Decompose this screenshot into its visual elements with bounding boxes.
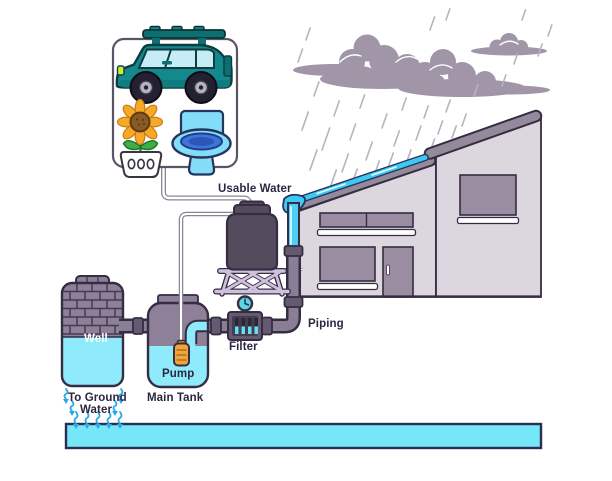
car-windows xyxy=(137,48,215,69)
rain-streaks xyxy=(297,8,553,189)
label-well: Well xyxy=(84,333,108,345)
pump-cable xyxy=(178,211,245,341)
sunflower-pot-icon xyxy=(116,98,164,178)
pipe-fittings xyxy=(132,245,304,336)
brick-well xyxy=(60,275,125,388)
house xyxy=(282,109,543,298)
window-large xyxy=(319,246,376,282)
car-wheel-front xyxy=(129,71,163,104)
filter-unit xyxy=(227,295,263,341)
label-to-ground-1: To Ground xyxy=(68,392,127,404)
groundwater-strip xyxy=(64,422,543,450)
infiltration-arrows xyxy=(63,388,124,429)
rain-cloud-icon xyxy=(293,33,550,97)
car-wheel-rear xyxy=(184,71,218,104)
labels: Usable Water Piping Filter Pump Main Tan… xyxy=(68,183,344,416)
house-windows xyxy=(316,174,520,291)
submersible-pump xyxy=(173,339,190,367)
filter-slots xyxy=(235,318,258,334)
main-tank xyxy=(146,211,245,389)
label-usable-water: Usable Water xyxy=(218,183,292,195)
downspout-water xyxy=(287,202,300,249)
label-main-tank: Main Tank xyxy=(147,392,204,404)
window-right xyxy=(459,174,517,216)
tank-stand xyxy=(213,268,291,297)
pressure-gauge-icon xyxy=(236,295,254,312)
storage-tank xyxy=(225,200,279,271)
house-door xyxy=(382,246,414,298)
roof xyxy=(289,109,543,213)
label-to-ground-2: Water xyxy=(80,404,112,416)
car-icon xyxy=(115,25,233,104)
label-filter: Filter xyxy=(229,341,258,353)
toilet-icon xyxy=(171,109,232,176)
label-piping: Piping xyxy=(308,318,344,330)
car-headlight xyxy=(116,65,125,76)
label-pump: Pump xyxy=(162,368,194,380)
